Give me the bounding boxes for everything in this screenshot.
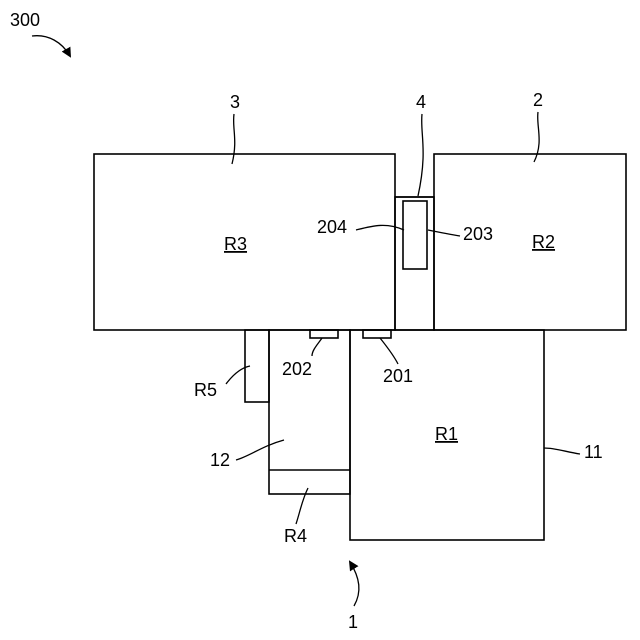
connector-4-outer [395,197,434,330]
leader-r5 [226,366,250,384]
label-12: 12 [210,450,230,470]
label-11: 11 [584,442,603,462]
leader-204 [356,225,404,230]
label-204: 204 [317,217,347,237]
label-r5: R5 [194,380,217,400]
region-r1: R1 [435,424,458,444]
leader-202 [312,338,322,356]
leader-4 [418,114,423,196]
connector-4-inner [403,201,427,269]
label-3: 3 [230,92,240,112]
reference-numeral-300: 300 [10,10,40,30]
label-4: 4 [416,92,426,112]
leader-3 [232,114,235,164]
label-201: 201 [383,366,413,386]
region-r3: R3 [224,234,247,254]
label-1: 1 [348,612,358,632]
leader-201 [380,338,398,364]
label-r4: R4 [284,526,307,546]
leader-11 [544,448,580,454]
label-202: 202 [282,359,312,379]
label-203: 203 [463,224,493,244]
arrow-1 [350,562,359,606]
leader-203 [428,230,460,236]
region-r2: R2 [532,232,555,252]
leader-12 [236,440,284,460]
label-2: 2 [533,90,543,110]
component-202 [310,330,338,338]
arrow-300 [32,36,70,56]
component-201 [363,330,391,338]
